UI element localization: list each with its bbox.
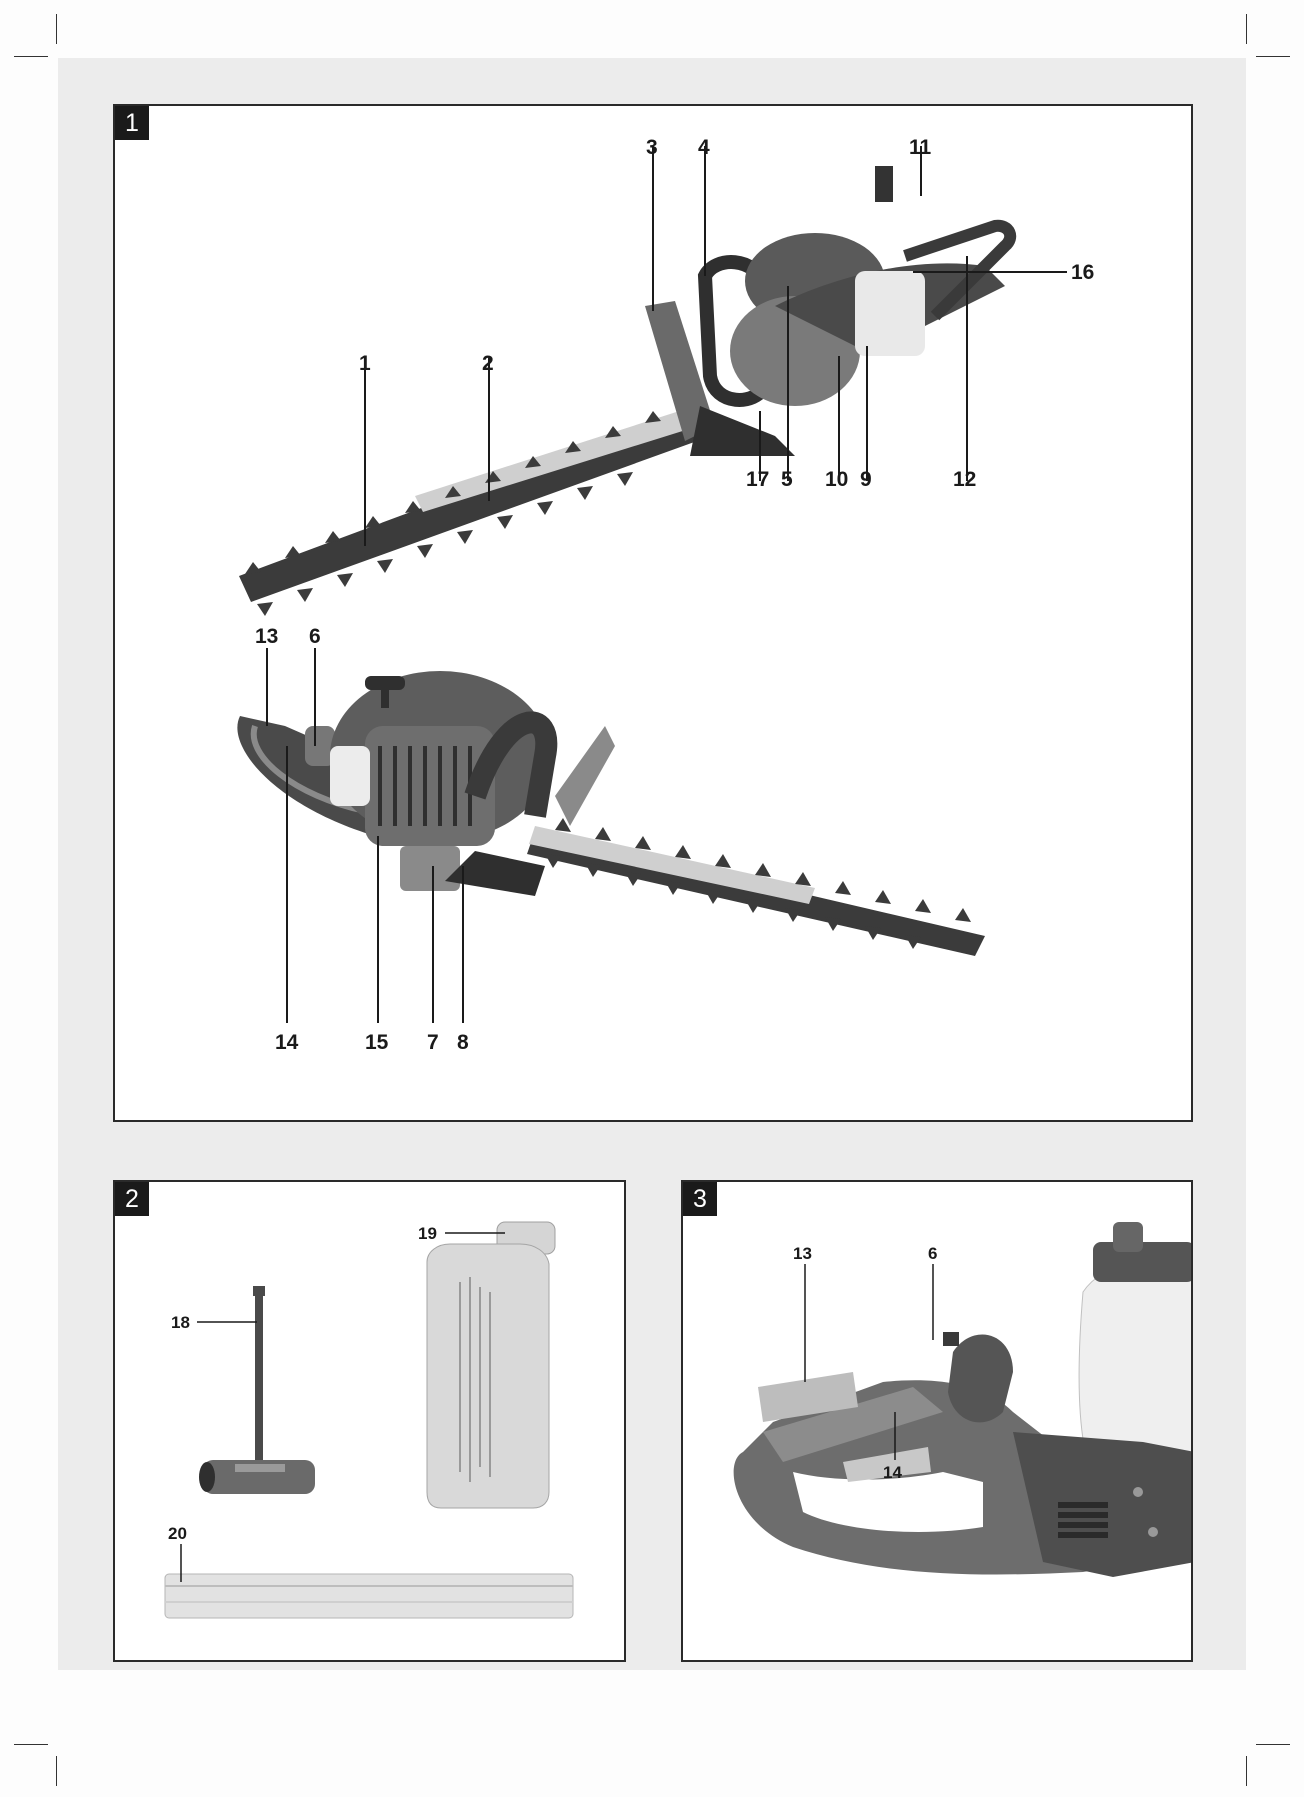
figure-3-illustration: 13 6 14 bbox=[683, 1182, 1193, 1662]
callout-4: 4 bbox=[698, 136, 710, 159]
callout-13: 13 bbox=[255, 625, 278, 648]
callout-16: 16 bbox=[1071, 261, 1094, 284]
callout-8: 8 bbox=[457, 1031, 469, 1054]
callout-1: 1 bbox=[359, 352, 371, 375]
figure-3-panel: 3 bbox=[681, 1180, 1193, 1662]
callout-3: 3 bbox=[646, 136, 658, 159]
callout-10: 10 bbox=[825, 468, 848, 491]
callout-19: 19 bbox=[418, 1224, 437, 1243]
crop-mark bbox=[14, 56, 48, 57]
callout-13: 13 bbox=[793, 1244, 812, 1263]
hedge-trimmer-top-view bbox=[239, 166, 1010, 616]
callout-5: 5 bbox=[781, 468, 793, 491]
callout-14: 14 bbox=[275, 1031, 299, 1054]
crop-mark bbox=[56, 14, 57, 44]
crop-mark bbox=[14, 1744, 48, 1745]
crop-mark bbox=[56, 1756, 57, 1786]
figure-2-panel: 2 bbox=[113, 1180, 626, 1662]
crop-mark bbox=[1246, 1756, 1247, 1786]
hedge-trimmer-side-view bbox=[237, 671, 985, 956]
callout-12: 12 bbox=[953, 468, 976, 491]
callout-9: 9 bbox=[860, 468, 872, 491]
blade-cover bbox=[165, 1574, 573, 1618]
figure-1-illustration: 1 2 3 4 5 9 10 11 12 16 17 13 6 14 15 7 … bbox=[115, 106, 1193, 1122]
oil-bottle bbox=[427, 1222, 555, 1508]
callout-14: 14 bbox=[883, 1463, 902, 1482]
callout-2: 2 bbox=[482, 352, 494, 375]
callout-17: 17 bbox=[746, 468, 769, 491]
crop-mark bbox=[1256, 1744, 1290, 1745]
crop-mark bbox=[1256, 56, 1290, 57]
rear-handle-closeup bbox=[734, 1222, 1193, 1577]
callout-20: 20 bbox=[168, 1524, 187, 1543]
spark-plug-wrench bbox=[199, 1286, 315, 1494]
callout-6: 6 bbox=[309, 625, 321, 648]
callout-6: 6 bbox=[928, 1244, 937, 1263]
crop-mark bbox=[1246, 14, 1247, 44]
callout-11: 11 bbox=[909, 136, 932, 159]
callout-18: 18 bbox=[171, 1313, 190, 1332]
callout-15: 15 bbox=[365, 1031, 389, 1054]
figure-1-panel: 1 bbox=[113, 104, 1193, 1122]
callout-7: 7 bbox=[427, 1031, 439, 1054]
figure-2-illustration: 18 19 20 bbox=[115, 1182, 626, 1662]
